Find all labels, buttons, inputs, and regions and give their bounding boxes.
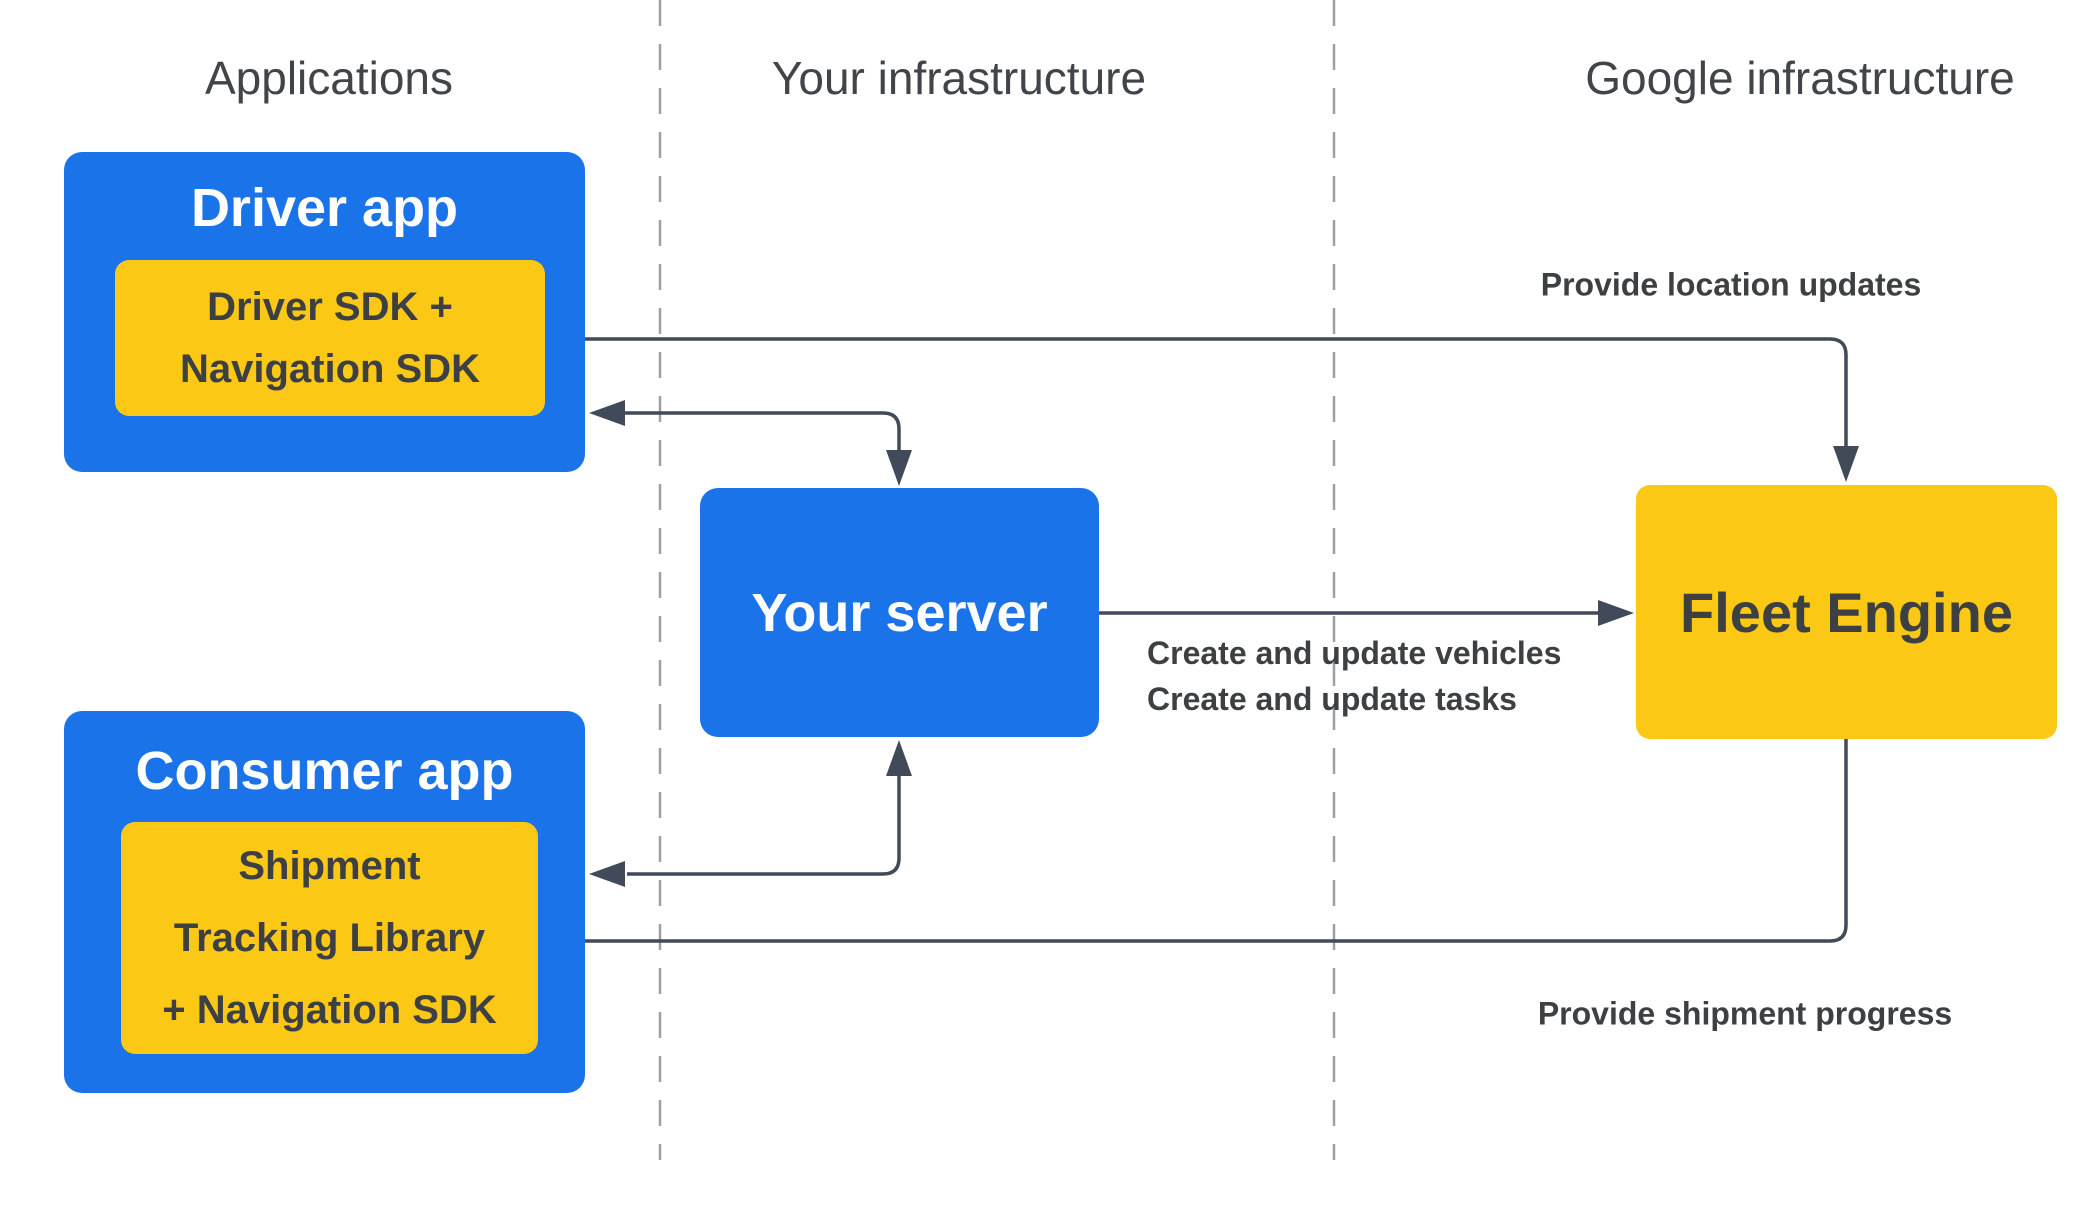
edge-label-provide-location-updates: Provide location updates — [1540, 266, 1922, 303]
edge-label-create-update-vehicles: Create and update vehicles — [1147, 635, 1562, 671]
your-server-node: Your server — [700, 488, 1099, 737]
driver-app-title: Driver app — [190, 178, 459, 238]
shipment-library-line-1: Shipment — [238, 844, 421, 888]
column-header-google-infrastructure: Google infrastructure — [1585, 52, 2015, 104]
arrowhead-into-server-top — [886, 450, 912, 486]
column-header-applications: Applications — [204, 52, 454, 104]
shipment-library-line-3: + Navigation SDK — [162, 988, 497, 1032]
edge-consumer-server-line — [627, 774, 901, 876]
consumer-app-title: Consumer app — [135, 741, 514, 801]
fleet-engine-node: Fleet Engine — [1636, 485, 2057, 739]
driver-sdk-line-2: Navigation SDK — [179, 347, 481, 391]
arrowhead-into-fleet-engine-left — [1598, 600, 1634, 626]
arrowhead-into-driver-app — [589, 400, 625, 426]
your-server-title: Your server — [751, 582, 1048, 643]
consumer-app-node: Consumer app Shipment Tracking Library +… — [64, 711, 585, 1093]
edge-label-create-update-tasks: Create and update tasks — [1147, 681, 1517, 717]
edge-shipment-progress-line — [580, 739, 1848, 943]
driver-app-node: Driver app Driver SDK + Navigation SDK — [64, 152, 585, 472]
arrowhead-into-server-bottom — [886, 740, 912, 776]
shipment-tracking-library-node: Shipment Tracking Library + Navigation S… — [121, 822, 538, 1054]
shipment-library-line-2: Tracking Library — [173, 916, 486, 960]
edge-driver-server-line — [623, 411, 901, 452]
column-header-your-infrastructure: Your infrastructure — [771, 52, 1147, 104]
driver-sdk-node: Driver SDK + Navigation SDK — [115, 260, 545, 416]
arrowhead-into-consumer-app — [589, 861, 625, 887]
edge-label-create-update: Create and update vehicles Create and up… — [1147, 630, 1561, 722]
driver-sdk-line-1: Driver SDK + — [207, 285, 453, 329]
fleet-engine-title: Fleet Engine — [1680, 580, 2013, 644]
arrowhead-into-fleet-engine-top — [1833, 446, 1859, 482]
edge-label-provide-shipment-progress: Provide shipment progress — [1537, 995, 1953, 1032]
edge-location-updates-line — [585, 337, 1848, 448]
